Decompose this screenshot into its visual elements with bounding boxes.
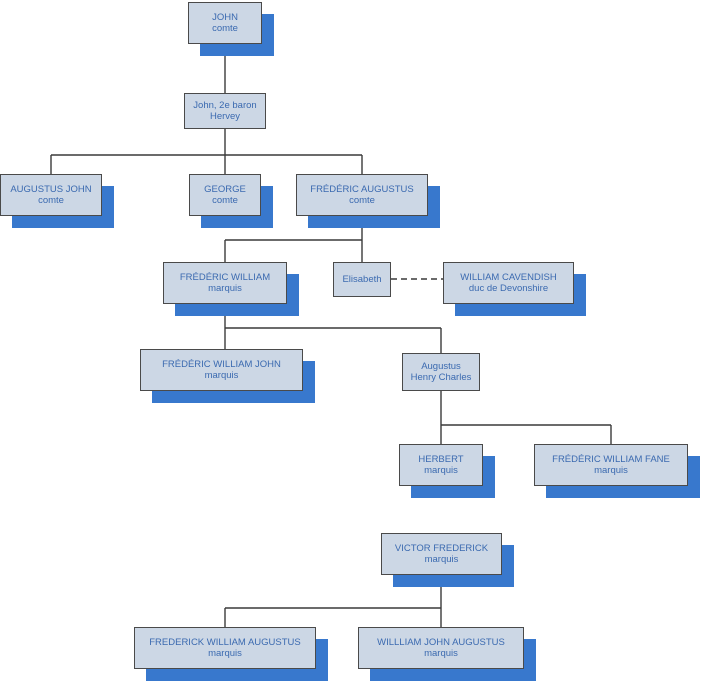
node-name-frederic_william_fane: FRÉDÉRIC WILLIAM FANE [552, 453, 670, 465]
node-name-frederic_william: FRÉDÉRIC WILLIAM [179, 271, 271, 283]
node-title-john2e: Hervey [209, 111, 241, 122]
node-title-victor_frederick: marquis [424, 554, 459, 565]
node-name-willliam_john_augustus: WILLLIAM JOHN AUGUSTUS [377, 636, 505, 648]
node-name-george: GEORGE [204, 183, 246, 195]
node-name-frederic_augustus: FRÉDÉRIC AUGUSTUS [310, 183, 414, 195]
node-name-augustus_john: AUGUSTUS JOHN [10, 183, 92, 195]
node-name-frederick_william_augustus: FREDERICK WILLIAM AUGUSTUS [149, 636, 301, 648]
node-title-augustus_john: comte [38, 195, 64, 206]
node-elisabeth[interactable]: Elisabeth [333, 262, 391, 297]
node-name-john2e: John, 2e baron [193, 99, 257, 111]
node-title-frederic_william_john: marquis [204, 370, 239, 381]
node-title-augustus_henry_charles: Henry Charles [410, 372, 472, 383]
node-title-herbert: marquis [424, 465, 458, 476]
node-title-william_cavendish: duc de Devonshire [468, 283, 549, 294]
node-name-augustus_henry_charles: Augustus [421, 360, 461, 372]
node-name-victor_frederick: VICTOR FREDERICK [394, 542, 489, 554]
node-title-frederic_augustus: comte [349, 195, 375, 206]
node-name-john: JOHN [212, 11, 238, 23]
node-name-frederic_william_john: FRÉDÉRIC WILLIAM JOHN [162, 358, 281, 370]
node-name-william_cavendish: WILLIAM CAVENDISH [460, 271, 557, 283]
node-title-frederic_william_fane: marquis [594, 465, 628, 476]
node-name-herbert: HERBERT [418, 453, 464, 465]
node-title-george: comte [212, 195, 238, 206]
node-title-willliam_john_augustus: marquis [424, 648, 458, 659]
node-title-frederic_william: marquis [208, 283, 242, 294]
node-title-frederick_william_augustus: marquis [208, 648, 242, 659]
node-name-elisabeth: Elisabeth [342, 273, 382, 285]
node-title-john: comte [212, 23, 238, 34]
